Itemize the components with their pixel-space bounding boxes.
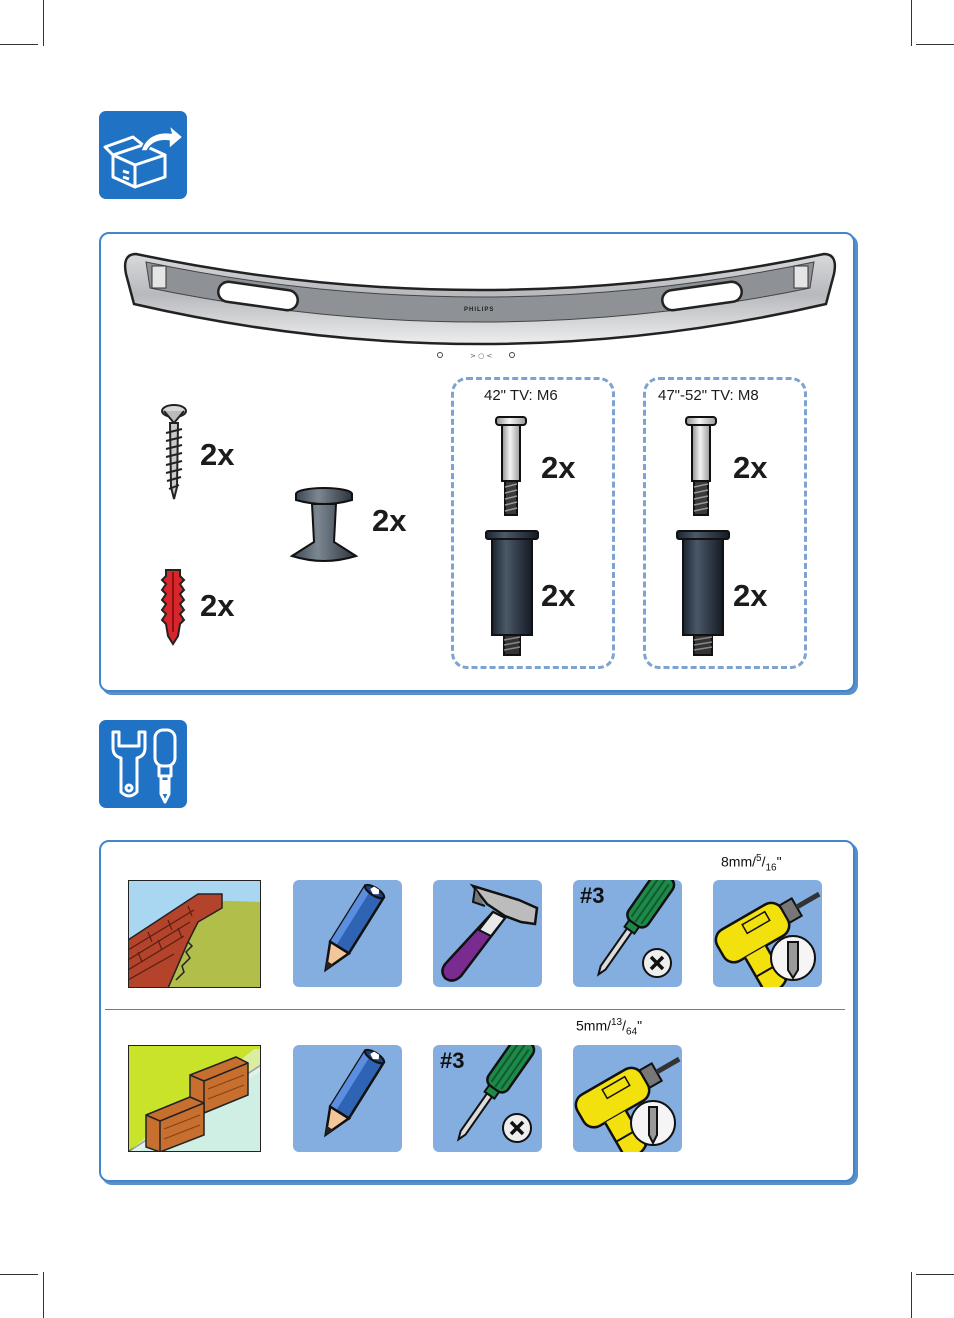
drill-spec-den: 16 bbox=[765, 862, 777, 874]
screwdriver-tile bbox=[573, 871, 682, 987]
drill-spec-den: 64 bbox=[626, 1026, 638, 1038]
pencil-tile bbox=[293, 1045, 402, 1152]
crop-mark bbox=[43, 1272, 44, 1318]
drill-spec-suffix: " bbox=[637, 1017, 643, 1034]
box-contents-icon bbox=[99, 111, 187, 199]
m8-spacer-icon bbox=[675, 529, 731, 657]
group-42-frame bbox=[451, 377, 615, 669]
crop-mark bbox=[916, 44, 954, 45]
m6-spacer-qty: 2x bbox=[541, 578, 576, 613]
drill-tile bbox=[573, 1045, 682, 1159]
wall-plug-qty: 2x bbox=[200, 588, 235, 623]
soundbar-image: > ○ < PHILIPS bbox=[122, 248, 838, 368]
svg-text:> ○ <: > ○ < bbox=[470, 352, 492, 360]
stud-wall-image bbox=[125, 1044, 262, 1153]
m8-bolt-qty: 2x bbox=[733, 450, 768, 485]
screwdriver-tile bbox=[433, 1036, 542, 1152]
crop-mark bbox=[0, 1274, 38, 1275]
drill-spec-num: 13 bbox=[611, 1017, 623, 1028]
group-42-title: 42" TV: M6 bbox=[484, 387, 558, 404]
drill-spec-suffix: " bbox=[776, 853, 782, 870]
drill-bit-spec-2: 5mm/13/64" bbox=[576, 1017, 643, 1038]
crop-mark bbox=[0, 44, 38, 45]
crop-mark bbox=[916, 1274, 954, 1275]
crop-mark bbox=[911, 1272, 912, 1318]
drill-bit-spec-1: 8mm/5/16" bbox=[721, 853, 782, 874]
screwdriver-size-label: #3 bbox=[580, 883, 605, 908]
pencil-tile bbox=[293, 880, 402, 987]
wood-screw-qty: 2x bbox=[200, 437, 235, 472]
soundbar-brand: PHILIPS bbox=[464, 307, 495, 313]
wood-screw-icon bbox=[160, 403, 188, 501]
drill-tile bbox=[713, 880, 822, 994]
tools-icon bbox=[99, 720, 187, 808]
crop-mark bbox=[43, 0, 44, 46]
m8-spacer-qty: 2x bbox=[733, 578, 768, 613]
m6-spacer-icon bbox=[484, 529, 540, 657]
m6-bolt-icon bbox=[494, 415, 528, 517]
drill-spec-num: 5 bbox=[756, 853, 762, 864]
m6-bolt-qty: 2x bbox=[541, 450, 576, 485]
drill-spec-main: 8mm/ bbox=[721, 853, 756, 870]
wall-plug-icon bbox=[158, 566, 188, 646]
group-47-52-frame bbox=[643, 377, 807, 669]
row-divider bbox=[105, 1009, 845, 1010]
spacer-foot-qty: 2x bbox=[372, 503, 407, 538]
drill-spec-main: 5mm/ bbox=[576, 1017, 611, 1034]
m8-bolt-icon bbox=[684, 415, 718, 517]
crop-mark bbox=[911, 0, 912, 46]
hammer-tile bbox=[433, 880, 542, 987]
group-47-52-title: 47"-52" TV: M8 bbox=[658, 387, 759, 404]
brick-wall-image bbox=[127, 879, 262, 989]
screwdriver-size-label: #3 bbox=[440, 1048, 465, 1073]
spacer-foot-icon bbox=[286, 486, 362, 564]
